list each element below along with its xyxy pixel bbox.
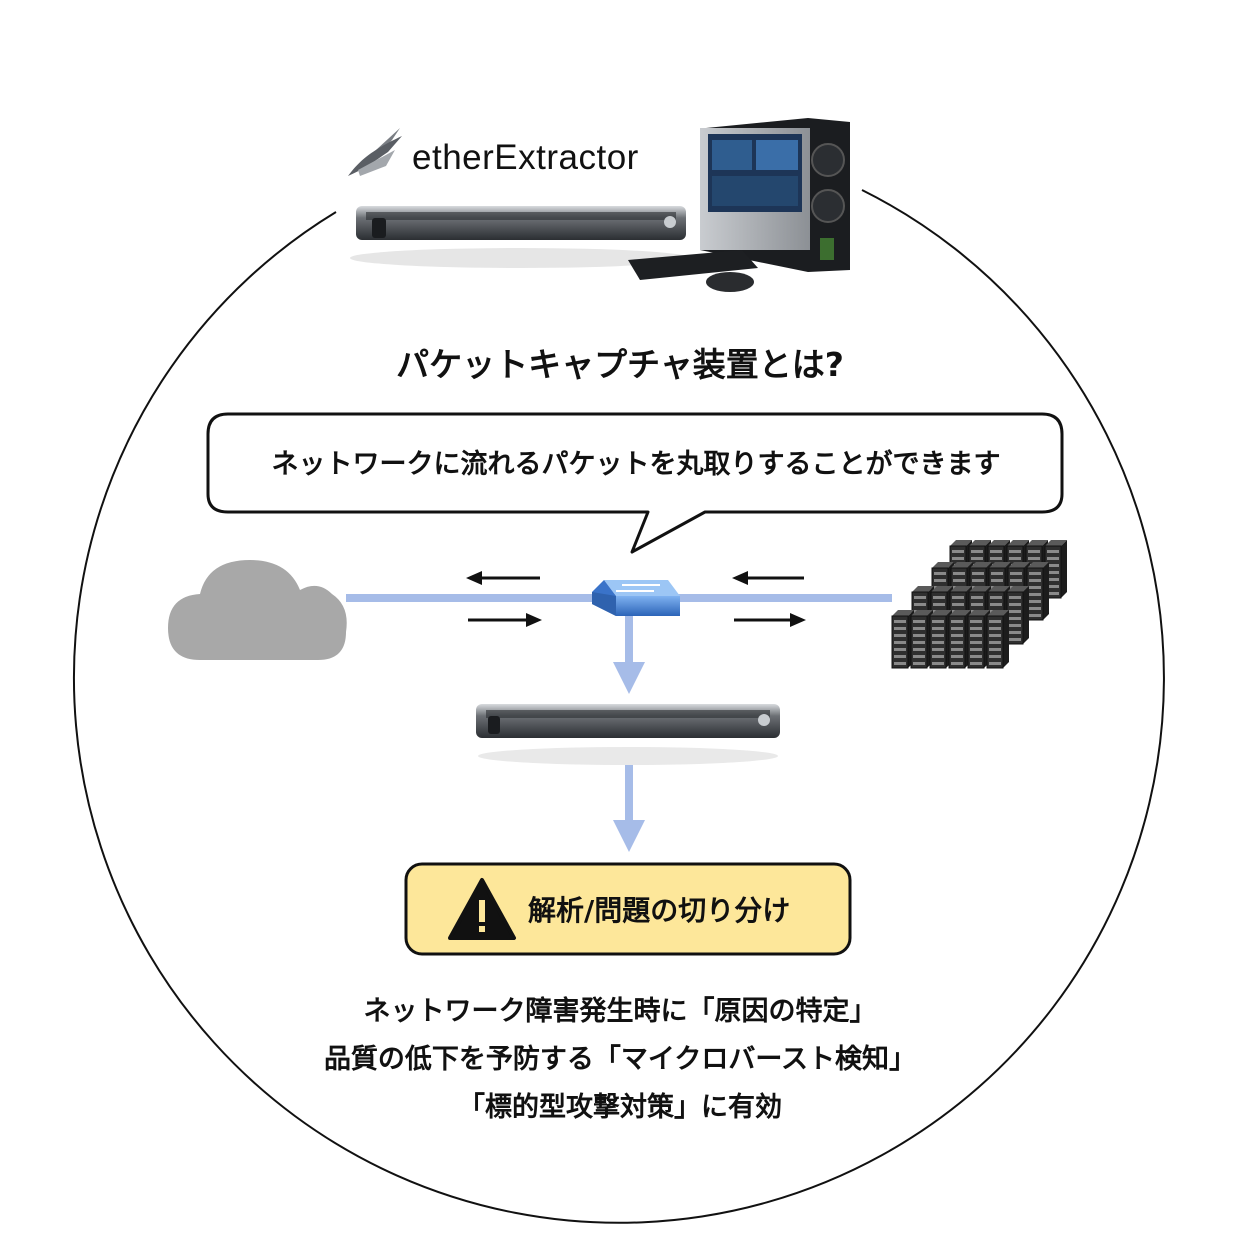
- outline-circle: [72, 189, 1165, 1224]
- page-title: パケットキャプチャ装置とは?: [396, 345, 844, 384]
- monitor-icon: [628, 118, 850, 292]
- warning-icon: [448, 878, 516, 940]
- server-rack-icon: [476, 704, 780, 765]
- bubble-text: ネットワークに流れるパケットを丸取りすることができます: [271, 449, 1001, 480]
- cloud-icon: [168, 560, 347, 660]
- arrow-right-icon: [734, 613, 806, 627]
- server-cabinet: [1006, 586, 1029, 645]
- arrow-right-icon: [468, 613, 542, 627]
- switch-icon: [592, 580, 680, 616]
- brand-name: etherExtractor: [412, 138, 639, 177]
- server-cabinet: [986, 610, 1009, 669]
- server-cabinet: [1026, 562, 1049, 621]
- description-line: 「標的型攻撃対策」に有効: [458, 1092, 782, 1123]
- description-line: 品質の低下を予防する「マイクロバースト検知」: [323, 1044, 917, 1075]
- alert-box: [404, 862, 852, 956]
- description-line: ネットワーク障害発生時に「原因の特定」: [363, 996, 877, 1027]
- alert-text: 解析/問題の切り分け: [528, 894, 791, 927]
- arrow-left-icon: [732, 571, 804, 585]
- server-rack-icon: [350, 206, 690, 268]
- server-farm-icon: [891, 540, 1067, 669]
- speech-bubble: [206, 412, 1064, 554]
- logo-icon: [348, 128, 402, 176]
- arrow-left-icon: [466, 571, 540, 585]
